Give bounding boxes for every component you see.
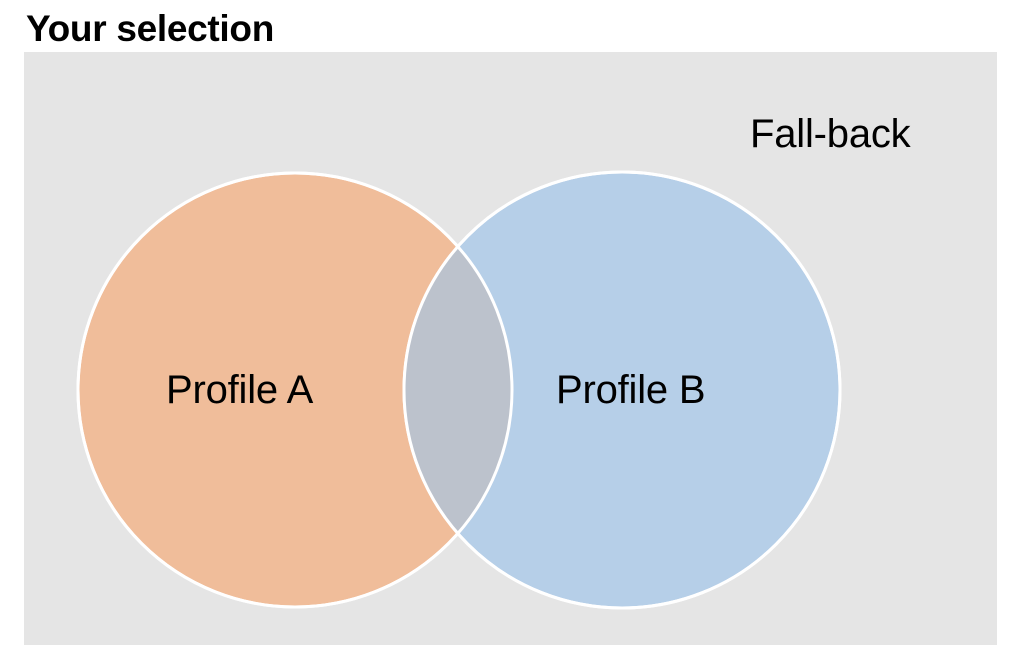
fallback-label: Fall-back: [750, 112, 911, 156]
page-title: Your selection: [26, 8, 275, 49]
set-a-outline: [76, 171, 514, 609]
set-a-label: Profile A: [166, 368, 314, 412]
venn-diagram-panel: Fall-back Profile A Profile B: [24, 52, 997, 645]
venn-diagram-graphic: [24, 52, 997, 645]
set-b-outline: [402, 170, 842, 610]
set-b-label: Profile B: [556, 368, 706, 412]
